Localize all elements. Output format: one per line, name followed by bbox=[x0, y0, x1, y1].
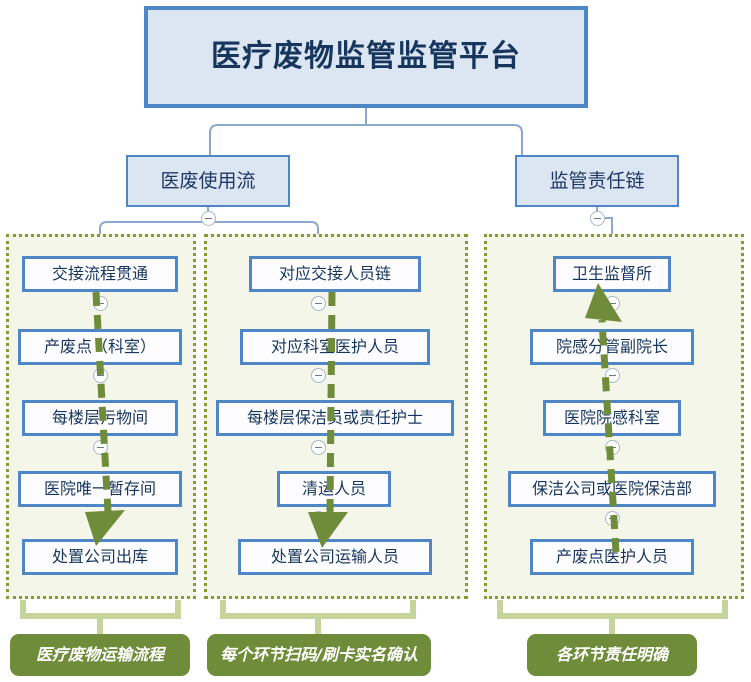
node-label: 对应科室医护人员 bbox=[270, 337, 399, 356]
node-col3-5[interactable]: 产废点医护人员 bbox=[530, 539, 694, 575]
node-col3-3[interactable]: 医院院感科室 bbox=[543, 400, 681, 436]
collapse-minus-circle-icon-col3-4[interactable] bbox=[605, 511, 620, 526]
node-col1-2[interactable]: 产废点（科室） bbox=[18, 329, 182, 365]
node-label: 产废点（科室） bbox=[43, 337, 156, 356]
node-supervision-chain[interactable]: 监管责任链 bbox=[515, 155, 679, 207]
node-label: 监管责任链 bbox=[549, 169, 645, 192]
node-label: 卫生监督所 bbox=[571, 264, 652, 283]
collapse-minus-circle-icon-level2-left[interactable] bbox=[201, 211, 216, 226]
node-col3-2[interactable]: 院感分管副院长 bbox=[530, 329, 694, 365]
node-col1-1[interactable]: 交接流程贯通 bbox=[22, 256, 178, 292]
node-label: 处置公司运输人员 bbox=[270, 547, 399, 566]
collapse-minus-circle-icon-col2-1[interactable] bbox=[311, 296, 326, 311]
node-col2-3[interactable]: 每楼层保洁员或责任护士 bbox=[216, 400, 454, 436]
node-label: 每楼层污物间 bbox=[51, 408, 148, 427]
node-medical-waste-flow[interactable]: 医废使用流 bbox=[126, 155, 290, 207]
node-col1-4[interactable]: 医院唯一暂存间 bbox=[18, 471, 182, 507]
collapse-minus-circle-icon-level2-right[interactable] bbox=[590, 211, 605, 226]
collapse-minus-circle-icon-col1-2[interactable] bbox=[93, 368, 108, 383]
collapse-minus-circle-icon-col3-3[interactable] bbox=[605, 440, 620, 455]
node-label: 保洁公司或医院保洁部 bbox=[531, 479, 692, 498]
collapse-minus-circle-icon-col1-1[interactable] bbox=[93, 296, 108, 311]
collapse-minus-circle-icon-col3-2[interactable] bbox=[605, 368, 620, 383]
diagram-title-node[interactable]: 医疗废物监管监管平台 bbox=[144, 6, 588, 108]
node-col3-4[interactable]: 保洁公司或医院保洁部 bbox=[508, 471, 716, 507]
node-label: 院感分管副院长 bbox=[555, 337, 668, 356]
node-label: 每楼层保洁员或责任护士 bbox=[246, 408, 423, 427]
node-label: 医院唯一暂存间 bbox=[43, 479, 156, 498]
node-col2-2[interactable]: 对应科室医护人员 bbox=[240, 329, 430, 365]
node-label: 处置公司出库 bbox=[51, 547, 148, 566]
collapse-minus-circle-icon-col3-1[interactable] bbox=[605, 296, 620, 311]
node-col2-5[interactable]: 处置公司运输人员 bbox=[238, 539, 432, 575]
node-label: 医废使用流 bbox=[160, 169, 256, 192]
node-col1-3[interactable]: 每楼层污物间 bbox=[22, 400, 178, 436]
node-col3-1[interactable]: 卫生监督所 bbox=[553, 256, 671, 292]
collapse-minus-circle-icon-col2-2[interactable] bbox=[311, 368, 326, 383]
collapse-minus-circle-icon-col1-3[interactable] bbox=[93, 440, 108, 455]
node-label: 产废点医护人员 bbox=[555, 547, 668, 566]
node-col2-1[interactable]: 对应交接人员链 bbox=[249, 256, 421, 292]
callout-column-1[interactable]: 医疗废物运输流程 bbox=[10, 634, 190, 676]
node-label: 医院院感科室 bbox=[563, 408, 660, 427]
callout-label: 医疗废物运输流程 bbox=[35, 645, 164, 664]
node-col1-5[interactable]: 处置公司出库 bbox=[22, 539, 178, 575]
callout-column-2[interactable]: 每个环节扫码/刷卡实名确认 bbox=[207, 634, 431, 676]
collapse-minus-circle-icon-col2-3[interactable] bbox=[311, 440, 326, 455]
callout-label: 每个环节扫码/刷卡实名确认 bbox=[220, 645, 418, 664]
node-label: 清运人员 bbox=[301, 479, 366, 498]
callout-label: 各环节责任明确 bbox=[555, 645, 668, 664]
collapse-minus-circle-icon-col1-4[interactable] bbox=[93, 511, 108, 526]
node-col2-4[interactable]: 清运人员 bbox=[277, 471, 391, 507]
collapse-minus-circle-icon-col2-4[interactable] bbox=[311, 511, 326, 526]
node-label: 交接流程贯通 bbox=[51, 264, 148, 283]
callout-column-3[interactable]: 各环节责任明确 bbox=[527, 634, 697, 676]
page-title: 医疗废物监管监管平台 bbox=[211, 39, 521, 74]
node-label: 对应交接人员链 bbox=[278, 264, 391, 283]
